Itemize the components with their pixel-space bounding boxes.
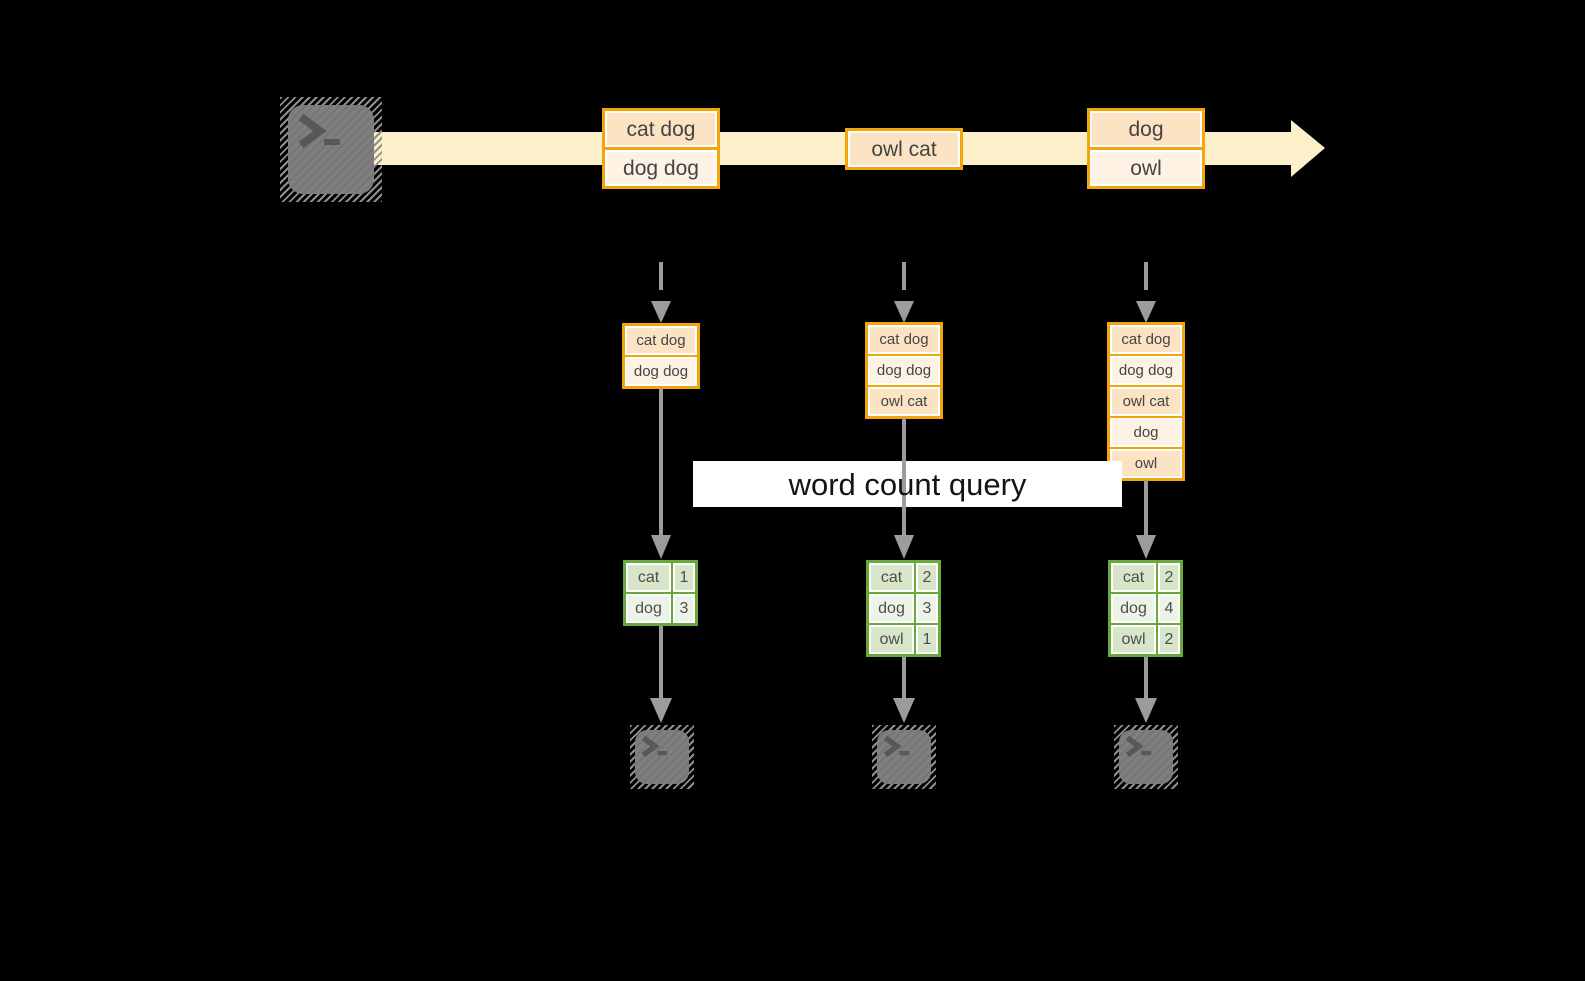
count-table-3: cat 2 dog 4 owl 2 bbox=[1108, 560, 1183, 657]
state-line: cat dog bbox=[625, 326, 697, 355]
count-word-cell: owl bbox=[1111, 625, 1156, 654]
terminal-prompt-icon bbox=[641, 736, 668, 758]
count-value-cell: 2 bbox=[916, 563, 938, 592]
sink-arrow-head bbox=[893, 698, 915, 723]
stream-event-line: owl bbox=[1090, 150, 1202, 186]
count-value-cell: 4 bbox=[1158, 594, 1180, 623]
count-value-cell: 1 bbox=[916, 625, 938, 654]
query-label: word count query bbox=[788, 466, 1027, 502]
stream-event-box-1: cat dog dog dog bbox=[602, 108, 720, 189]
dashed-arrow-head bbox=[894, 301, 914, 323]
sink-arrow-head bbox=[650, 698, 672, 723]
state-box-1: cat dog dog dog bbox=[622, 323, 700, 389]
state-box-3: cat dog dog dog owl cat dog owl bbox=[1107, 322, 1185, 481]
count-value-cell: 2 bbox=[1158, 625, 1180, 654]
terminal-prompt-icon bbox=[298, 114, 340, 149]
count-word-cell: dog bbox=[869, 594, 914, 623]
count-word-cell: cat bbox=[1111, 563, 1156, 592]
state-line: dog bbox=[1110, 418, 1182, 447]
stream-event-box-3: dog owl bbox=[1087, 108, 1205, 189]
state-line: owl cat bbox=[868, 387, 940, 416]
terminal-source-icon bbox=[280, 97, 382, 202]
state-line: cat dog bbox=[868, 325, 940, 354]
stream-event-line: cat dog bbox=[605, 111, 717, 147]
state-line: dog dog bbox=[625, 357, 697, 386]
dashed-arrow-head bbox=[651, 301, 671, 323]
count-word-cell: cat bbox=[626, 563, 671, 592]
count-value-cell: 2 bbox=[1158, 563, 1180, 592]
count-word-cell: dog bbox=[1111, 594, 1156, 623]
state-box-2: cat dog dog dog owl cat bbox=[865, 322, 943, 419]
terminal-sink-icon-1 bbox=[630, 725, 694, 789]
sink-arrow-head bbox=[1135, 698, 1157, 723]
count-value-cell: 3 bbox=[916, 594, 938, 623]
stream-band-arrowhead bbox=[1291, 120, 1325, 177]
query-arrow-head bbox=[651, 535, 671, 559]
stream-event-line: owl cat bbox=[848, 131, 960, 167]
terminal-window bbox=[635, 730, 689, 784]
state-line: owl cat bbox=[1110, 387, 1182, 416]
stream-event-box-2: owl cat bbox=[845, 128, 963, 170]
count-word-cell: owl bbox=[869, 625, 914, 654]
terminal-prompt-icon bbox=[883, 736, 910, 758]
count-table-2: cat 2 dog 3 owl 1 bbox=[866, 560, 941, 657]
count-word-cell: dog bbox=[626, 594, 671, 623]
state-line: cat dog bbox=[1110, 325, 1182, 354]
state-line: dog dog bbox=[1110, 356, 1182, 385]
query-arrow-head bbox=[894, 535, 914, 559]
count-word-cell: cat bbox=[869, 563, 914, 592]
terminal-sink-icon-3 bbox=[1114, 725, 1178, 789]
count-value-cell: 3 bbox=[673, 594, 695, 623]
count-value-cell: 1 bbox=[673, 563, 695, 592]
query-arrow-head bbox=[1136, 535, 1156, 559]
query-label-box bbox=[693, 461, 1122, 507]
state-line: dog dog bbox=[868, 356, 940, 385]
terminal-prompt-icon bbox=[1125, 736, 1152, 758]
stream-event-line: dog dog bbox=[605, 150, 717, 186]
stream-event-line: dog bbox=[1090, 111, 1202, 147]
dashed-arrow-head bbox=[1136, 301, 1156, 323]
count-table-1: cat 1 dog 3 bbox=[623, 560, 698, 626]
terminal-sink-icon-2 bbox=[872, 725, 936, 789]
